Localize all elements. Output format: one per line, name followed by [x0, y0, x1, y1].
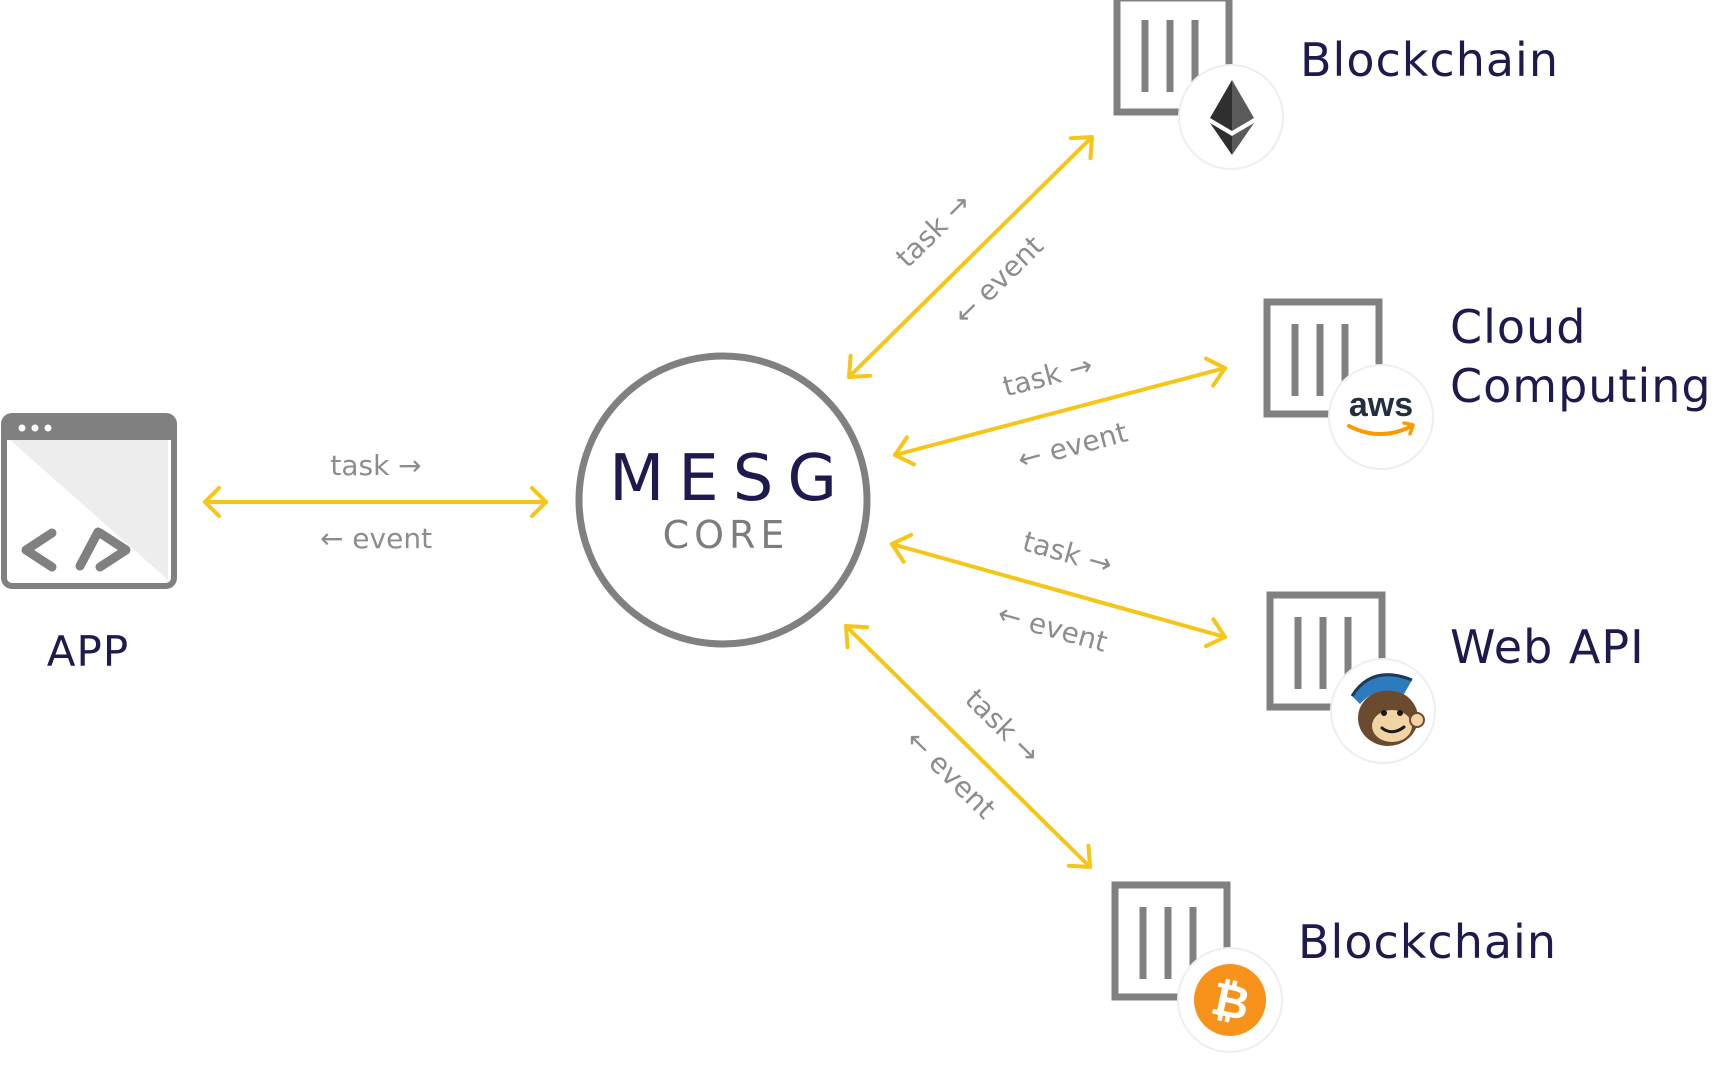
arrow-core-blockchain-ethereum — [847, 135, 1094, 379]
task-label-app: task → — [330, 449, 421, 482]
arrow-app-core — [203, 486, 548, 518]
core-title: MESG — [609, 442, 851, 516]
core-circle — [575, 352, 871, 648]
service-blockchain-bitcoin: ₿ Blockchain — [1111, 881, 1557, 1053]
event-label-webapi: ← event — [994, 597, 1111, 659]
event-label-bitcoin: ← event — [899, 723, 1002, 825]
service-label-blockchain-bitcoin: Blockchain — [1298, 915, 1557, 969]
arrow-core-webapi — [890, 532, 1227, 649]
service-label-blockchain-ethereum: Blockchain — [1300, 33, 1559, 87]
task-label-bitcoin: task → — [959, 682, 1047, 770]
event-label-app: ← event — [320, 522, 432, 555]
aws-badge — [1328, 364, 1434, 470]
event-label-cloud: ← event — [1014, 416, 1131, 477]
event-label-ethereum: ← event — [947, 229, 1050, 331]
bitcoin-icon: ₿ — [1194, 964, 1266, 1036]
app-node: APP — [1, 413, 177, 676]
aws-icon-text: aws — [1349, 386, 1413, 424]
container-icon — [1263, 298, 1383, 418]
task-label-cloud: task → — [999, 348, 1096, 403]
ethereum-icon — [1210, 80, 1254, 155]
mesg-core-node: MESG CORE — [575, 352, 871, 648]
arrow-core-cloud — [893, 356, 1227, 467]
task-label-webapi: task → — [1019, 525, 1116, 581]
service-blockchain-ethereum: Blockchain — [1113, 0, 1559, 170]
service-cloud-computing: aws Cloud Computing — [1263, 298, 1712, 470]
service-web-api: Web API — [1266, 591, 1645, 764]
service-label-webapi: Web API — [1450, 620, 1645, 674]
arrow-core-blockchain-bitcoin — [844, 624, 1092, 869]
code-window-icon — [1, 413, 177, 589]
connection-arrows — [203, 135, 1227, 869]
service-label-cloud-line2: Computing — [1450, 359, 1712, 413]
core-subtitle: CORE — [663, 513, 790, 557]
app-label: APP — [47, 627, 129, 676]
service-label-cloud-line1: Cloud — [1450, 300, 1586, 354]
mailchimp-icon — [1350, 673, 1425, 746]
aws-icon: aws — [1347, 386, 1415, 436]
